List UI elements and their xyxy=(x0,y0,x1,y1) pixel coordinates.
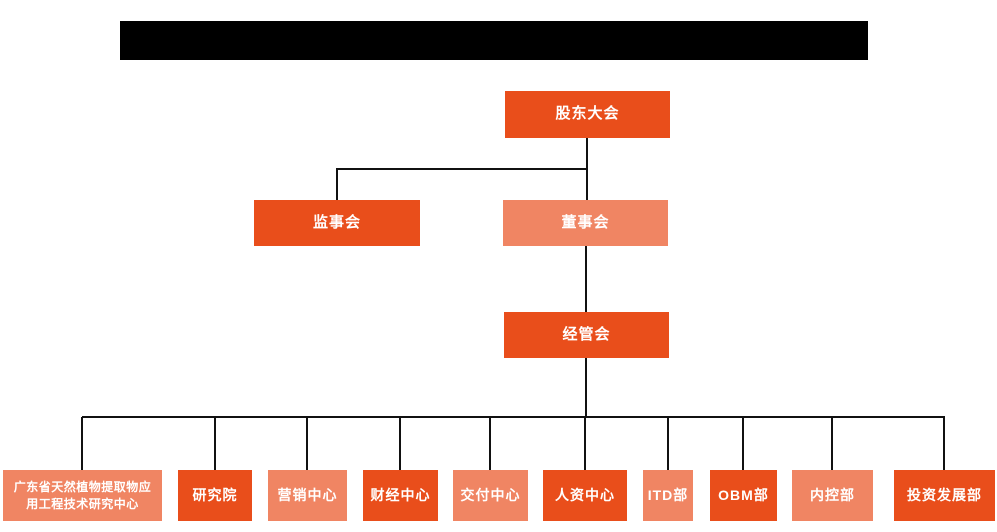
org-node-shareholders-meeting: 股东大会 xyxy=(505,91,670,138)
org-node-itd-department: ITD部 xyxy=(643,470,693,521)
org-node-label: 股东大会 xyxy=(555,105,620,123)
org-node-investment-development-dept: 投资发展部 xyxy=(894,470,995,521)
org-node-obm-department: OBM部 xyxy=(710,470,777,521)
redacted-title-bar xyxy=(120,21,868,60)
org-node-finance-center: 财经中心 xyxy=(363,470,438,521)
org-node-delivery-center: 交付中心 xyxy=(453,470,528,521)
org-node-label-line: 用工程技术研究中心 xyxy=(26,496,139,511)
org-node-internal-control-department: 内控部 xyxy=(792,470,873,521)
org-node-label: ITD部 xyxy=(647,487,689,504)
org-node-label: 内控部 xyxy=(810,487,855,504)
org-node-guangdong-research-center: 广东省天然植物提取物应用工程技术研究中心 xyxy=(3,470,162,521)
org-node-label: 营销中心 xyxy=(277,487,338,504)
connector-shareholders-to-supervisory xyxy=(336,168,588,200)
org-node-hr-center: 人资中心 xyxy=(543,470,627,521)
org-node-label: 交付中心 xyxy=(460,487,521,504)
org-node-label: 研究院 xyxy=(192,487,238,504)
org-node-label: 财经中心 xyxy=(370,487,431,504)
org-node-management-committee: 经管会 xyxy=(504,312,669,358)
org-node-research-institute: 研究院 xyxy=(178,470,252,521)
org-node-label: 董事会 xyxy=(561,213,610,231)
org-node-label: OBM部 xyxy=(718,487,769,504)
org-node-label-line: 广东省天然植物提取物应 xyxy=(13,480,152,495)
org-node-label: 监事会 xyxy=(312,213,361,231)
org-node-supervisory-board: 监事会 xyxy=(254,200,420,246)
org-node-label: 人资中心 xyxy=(555,487,615,504)
org-node-marketing-center: 营销中心 xyxy=(268,470,347,521)
org-node-board-of-directors: 董事会 xyxy=(503,200,668,246)
org-node-label: 投资发展部 xyxy=(907,487,982,504)
org-node-label: 经管会 xyxy=(562,325,611,343)
